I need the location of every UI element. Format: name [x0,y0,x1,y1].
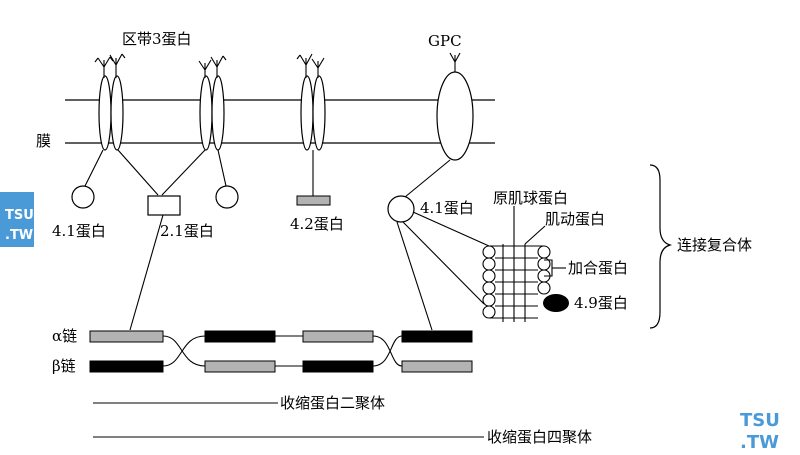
dimer-label: 收缩蛋白二聚体 [280,394,385,412]
junction-label: 连接复合体 [677,236,752,254]
adducin [544,259,566,277]
protein-2-1 [147,195,181,216]
junction-brace [649,164,673,329]
watermark-left: TSU .TW [0,192,34,247]
tropomyosin-lines [489,206,546,322]
alpha-chain [89,330,473,343]
beta-chain-label: β链 [52,357,76,375]
svg-text:TSU: TSU [740,410,780,431]
connectors-spectrin [129,211,490,331]
protein-4-2-label: 4.2蛋白 [290,215,344,233]
actin-circles [482,245,551,319]
band3-protein-pair-1 [98,75,124,151]
alpha-chain-label: α链 [52,327,77,345]
glycan-branches [94,52,461,78]
svg-text:.TW: .TW [740,432,779,453]
protein-4-1-left-label: 4.1蛋白 [52,222,106,240]
svg-text:TSU: TSU [5,208,34,223]
protein-4-9 [543,294,569,312]
svg-text:.TW: .TW [5,228,33,243]
tetramer-label: 收缩蛋白四聚体 [487,428,592,446]
protein-4-2 [296,195,331,206]
gpc-label: GPC [428,32,462,50]
band3-protein-pair-2 [199,75,225,151]
adducin-label: 加合蛋白 [568,259,628,277]
membrane-label: 膜 [36,132,51,150]
protein-4-9-label: 4.9蛋白 [574,294,628,312]
beta-chain [89,360,473,373]
connectors-band3 [84,149,451,198]
protein-4-1-left [71,185,95,209]
band3-label: 区带3蛋白 [122,30,192,48]
band3-protein-pair-3 [300,75,326,151]
protein-4-1-right [387,195,415,223]
protein-4-1-right-label: 4.1蛋白 [420,199,474,217]
protein-4-1-mid [215,185,239,209]
gpc-protein [436,71,474,161]
protein-2-1-label: 2.1蛋白 [160,222,214,240]
tropomyosin-label: 原肌球蛋白 [493,189,568,207]
membrane [65,99,495,144]
watermark-right: TSU .TW [740,410,780,453]
spectrin-crossings [162,335,403,367]
actin-label: 肌动蛋白 [545,210,605,228]
